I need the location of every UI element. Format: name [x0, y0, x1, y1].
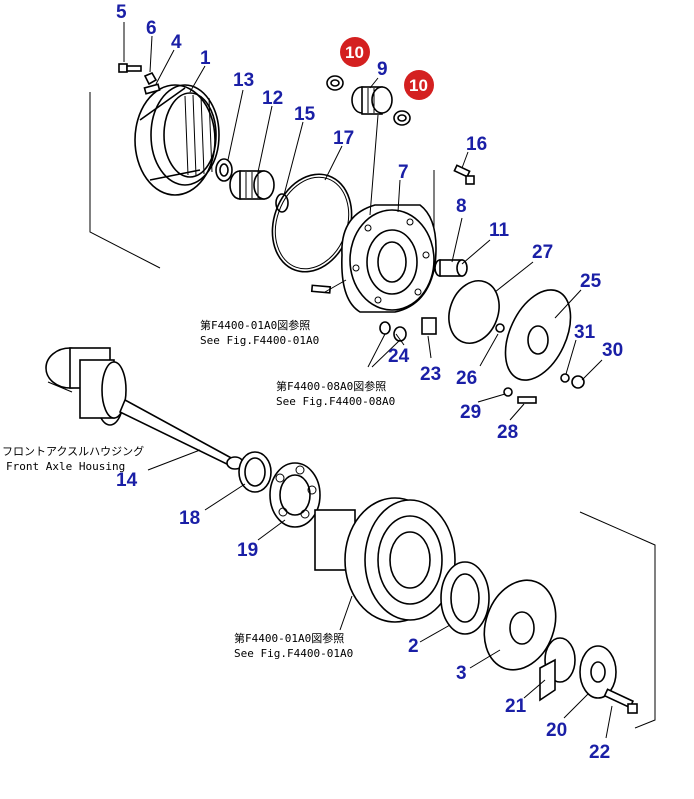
part-24-bushing	[379, 321, 407, 342]
label-part-27: 27	[532, 242, 553, 263]
label-part-16: 16	[466, 134, 487, 155]
part-18-ring	[238, 451, 272, 493]
label-part-23: 23	[420, 364, 441, 385]
hub-assembly	[314, 497, 456, 623]
label-part-31: 31	[574, 322, 596, 343]
ref-figure-01a0-upper-jp: 第F4400-01A0図参照	[200, 318, 310, 332]
label-part-2: 2	[408, 636, 419, 657]
label-part-4: 4	[171, 32, 182, 53]
label-part-26: 26	[456, 368, 477, 389]
part-25-plate	[504, 289, 572, 381]
part-8-pin	[434, 259, 468, 277]
part-4-plate	[143, 83, 161, 95]
part-12-needle-bearing	[229, 170, 275, 200]
label-part-9: 9	[377, 59, 388, 80]
part-19-bearing	[269, 462, 321, 528]
label-part-10-left: 10	[345, 43, 364, 62]
label-part-21: 21	[505, 696, 527, 717]
leader-lines	[123, 22, 613, 739]
part-22-bolt	[603, 688, 638, 714]
part-7-carrier	[341, 204, 437, 313]
part-15-snap-ring	[275, 193, 289, 213]
small-bolt-ref	[310, 284, 332, 294]
label-part-25: 25	[580, 271, 602, 292]
part-14-shaft	[118, 398, 244, 470]
label-part-19: 19	[237, 540, 258, 561]
label-part-28: 28	[497, 422, 518, 443]
part-10-nut-left	[326, 75, 344, 91]
part-2-bearing	[440, 561, 490, 635]
label-part-12: 12	[262, 88, 283, 109]
label-part-11: 11	[489, 220, 510, 241]
part-30-nut	[571, 375, 585, 389]
part-27-o-ring	[448, 280, 500, 344]
ref-figure-08a0-en: See Fig.F4400-08A0	[276, 395, 395, 408]
label-part-15: 15	[294, 104, 316, 125]
label-part-20: 20	[546, 720, 567, 741]
part-1-ring-gear	[134, 84, 220, 196]
label-part-13: 13	[233, 70, 254, 91]
label-part-17: 17	[333, 128, 354, 149]
part-9-bearing	[351, 86, 393, 115]
part-23-fitting	[421, 317, 437, 335]
part-6-washer	[143, 71, 158, 86]
part-5-bolt	[118, 63, 142, 73]
highlight-part-10-right: 10	[404, 70, 434, 100]
part-21-gasket	[539, 637, 576, 702]
front-axle-housing-label-en: Front Axle Housing	[6, 460, 125, 473]
label-part-7: 7	[398, 162, 409, 183]
front-axle-housing	[45, 347, 127, 426]
label-part-5: 5	[116, 2, 127, 23]
part-28-bolt	[517, 396, 537, 404]
label-part-1: 1	[200, 48, 211, 69]
part-31-washer	[560, 373, 570, 383]
label-part-22: 22	[589, 742, 610, 763]
label-part-3: 3	[456, 663, 467, 684]
frame-lines	[89, 92, 656, 729]
label-part-10-right: 10	[409, 76, 428, 95]
part-16-bolt	[453, 164, 475, 185]
ref-figure-08a0-jp: 第F4400-08A0図参照	[276, 379, 386, 393]
label-part-6: 6	[146, 18, 157, 39]
part-20-cap	[579, 645, 617, 699]
part-26-plug	[495, 323, 505, 333]
label-part-18: 18	[179, 508, 200, 529]
part-3-cover	[483, 579, 557, 671]
part-10-nut-right	[393, 110, 411, 126]
ref-figure-01a0-lower-en: See Fig.F4400-01A0	[234, 647, 353, 660]
label-part-14: 14	[116, 470, 138, 491]
label-part-30: 30	[602, 340, 623, 361]
ref-figure-01a0-upper-en: See Fig.F4400-01A0	[200, 334, 319, 347]
front-axle-housing-label-jp: フロントアクスルハウジング	[2, 444, 144, 458]
part-29-washer	[503, 387, 513, 397]
label-part-24: 24	[388, 346, 410, 367]
label-part-8: 8	[456, 196, 467, 217]
ref-figure-01a0-lower-jp: 第F4400-01A0図参照	[234, 631, 344, 645]
highlight-part-10-left: 10	[340, 37, 370, 67]
part-13-ring	[215, 158, 233, 182]
label-part-29: 29	[460, 402, 481, 423]
